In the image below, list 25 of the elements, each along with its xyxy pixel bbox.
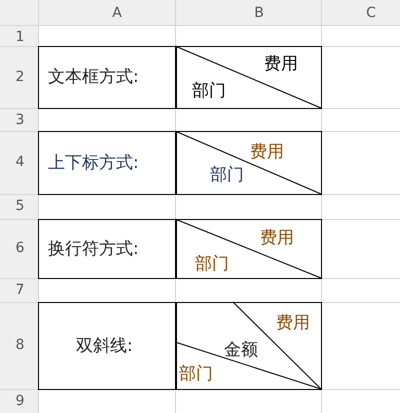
cell-text: 费用 [264, 56, 298, 73]
row-number: 9 [14, 394, 26, 408]
row-number: 8 [14, 338, 26, 352]
cell-text: 文本框方式: [48, 69, 139, 86]
cell-text: 部门 [192, 83, 226, 100]
row-number: 6 [14, 241, 26, 255]
row-number: 5 [14, 199, 26, 213]
row-number: 4 [14, 155, 26, 169]
column-header: A [111, 6, 123, 20]
cell-text: 费用 [276, 315, 310, 332]
row-number: 2 [14, 70, 26, 84]
row-number: 1 [14, 30, 26, 44]
cell-text: 部门 [195, 256, 229, 273]
cell-text: 上下标方式: [48, 155, 139, 172]
row-number: 7 [14, 283, 26, 297]
cell-text: 金额 [224, 342, 258, 359]
column-header: C [365, 6, 377, 20]
cell-text: 换行符方式: [48, 241, 139, 258]
cell-text: 双斜线: [76, 338, 133, 355]
column-header: B [253, 6, 265, 20]
cell-text: 部门 [179, 366, 213, 383]
cell-text: 费用 [250, 144, 284, 161]
cell-text: 费用 [260, 230, 294, 247]
row-number: 3 [14, 113, 26, 127]
cell-text: 部门 [210, 167, 244, 184]
